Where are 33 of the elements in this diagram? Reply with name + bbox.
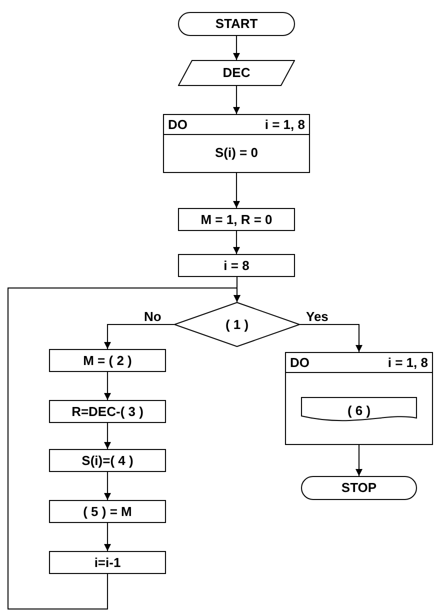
condition-label: ( 1 ) xyxy=(225,316,249,334)
arrow xyxy=(8,288,240,610)
loop-body-text: S(i) = 0 xyxy=(215,144,258,162)
process-box: i = 8 xyxy=(178,254,295,277)
loop-range: i = 1, 8 xyxy=(388,354,428,372)
process-box: R=DEC-( 3 ) xyxy=(49,400,166,423)
arrow xyxy=(104,472,111,500)
loop-box xyxy=(163,114,310,173)
process-box: ( 5 ) = M xyxy=(49,500,166,523)
input-label: DEC xyxy=(222,64,250,82)
terminal-label: STOP xyxy=(341,479,377,498)
arrow xyxy=(233,86,240,114)
arrow xyxy=(104,422,111,450)
loop-keyword: DO xyxy=(168,116,188,134)
arrow xyxy=(356,444,362,476)
document-label: ( 6 ) xyxy=(347,402,371,420)
process-box: i=i-1 xyxy=(49,551,166,574)
terminal-label: START xyxy=(215,15,258,34)
arrow xyxy=(104,324,174,350)
terminal-shape xyxy=(301,476,417,500)
loop-keyword: DO xyxy=(290,354,310,372)
loop-box xyxy=(285,352,433,445)
loop-range: i = 1, 8 xyxy=(264,116,305,134)
arrow xyxy=(233,36,240,60)
arrow xyxy=(104,372,111,400)
process-box: M = ( 2 ) xyxy=(49,349,166,372)
terminal-shape xyxy=(178,12,295,36)
process-box: S(i)=( 4 ) xyxy=(49,449,166,472)
arrow xyxy=(233,230,240,254)
arrow xyxy=(300,324,362,352)
arrow xyxy=(104,522,111,552)
process-box: M = 1, R = 0 xyxy=(178,208,295,231)
arrow xyxy=(233,172,240,208)
